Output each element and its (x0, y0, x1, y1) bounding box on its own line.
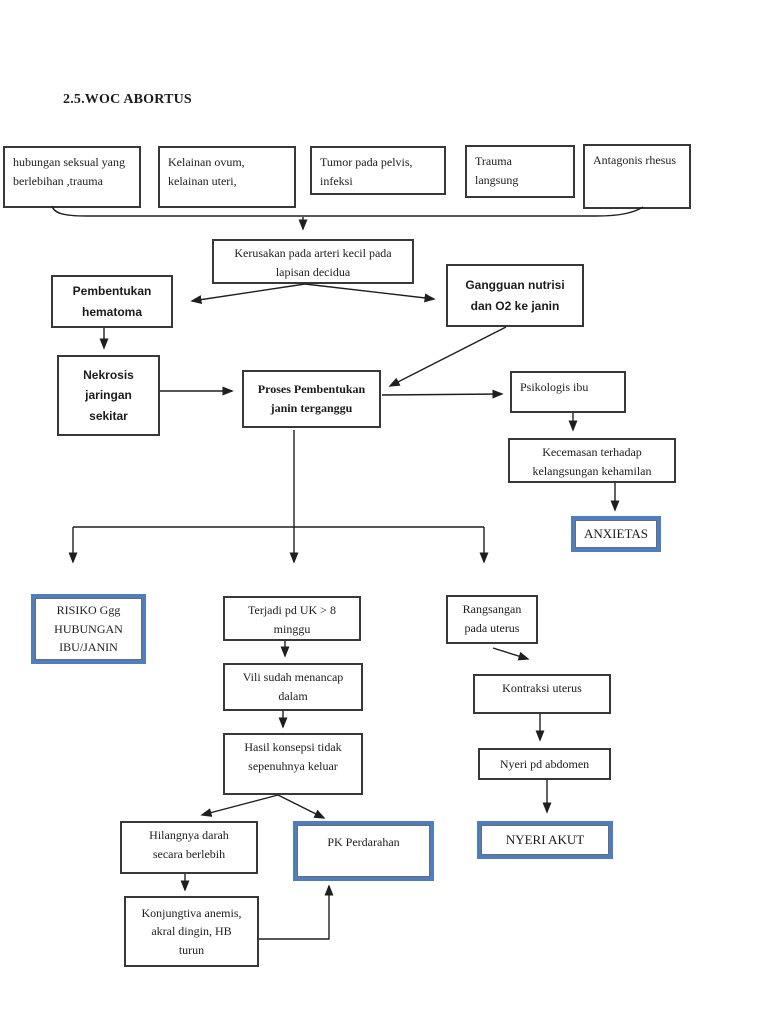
page-title: 2.5.WOC ABORTUS (63, 92, 192, 107)
node-cause-hubungan-seksual: hubungan seksual yang berlebihan ,trauma (3, 146, 141, 208)
node-risiko-hubungan-ibu-janin: RISIKO Ggg HUBUNGAN IBU/JANIN (31, 594, 146, 664)
node-nyeri-akut: NYERI AKUT (477, 821, 613, 859)
node-rangsangan-uterus: Rangsangan pada uterus (446, 595, 538, 644)
node-konjungtiva-anemis: Konjungtiva anemis, akral dingin, HB tur… (124, 896, 259, 967)
node-pk-perdarahan: PK Perdarahan (293, 821, 434, 881)
node-cause-trauma-langsung: Trauma langsung (465, 145, 575, 198)
node-hilangnya-darah: Hilangnya darah secara berlebih (120, 821, 258, 874)
node-kontraksi-uterus: Kontraksi uterus (473, 674, 611, 714)
node-kecemasan: Kecemasan terhadap kelangsungan kehamila… (508, 438, 676, 483)
node-hasil-konsepsi: Hasil konsepsi tidak sepenuhnya keluar (223, 733, 363, 795)
node-terjadi-uk8: Terjadi pd UK > 8 minggu (223, 596, 361, 641)
node-proses-pembentukan-janin: Proses Pembentukan janin terganggu (242, 370, 381, 428)
node-kerusakan-arteri: Kerusakan pada arteri kecil pada lapisan… (212, 239, 414, 284)
node-gangguan-nutrisi: Gangguan nutrisi dan O2 ke janin (446, 264, 584, 327)
node-psikologis-ibu: Psikologis ibu (510, 371, 626, 413)
node-pembentukan-hematoma: Pembentukan hematoma (51, 275, 173, 328)
node-cause-kelainan-ovum: Kelainan ovum, kelainan uteri, (158, 146, 296, 208)
node-vili-menancap: Vili sudah menancap dalam (223, 663, 363, 711)
node-nyeri-abdomen: Nyeri pd abdomen (478, 748, 611, 780)
node-nekrosis-jaringan: Nekrosis jaringan sekitar (57, 355, 160, 436)
node-cause-tumor-pelvis: Tumor pada pelvis, infeksi (310, 146, 446, 195)
node-anxietas: ANXIETAS (571, 516, 661, 552)
node-cause-antagonis-rhesus: Antagonis rhesus (583, 144, 691, 209)
